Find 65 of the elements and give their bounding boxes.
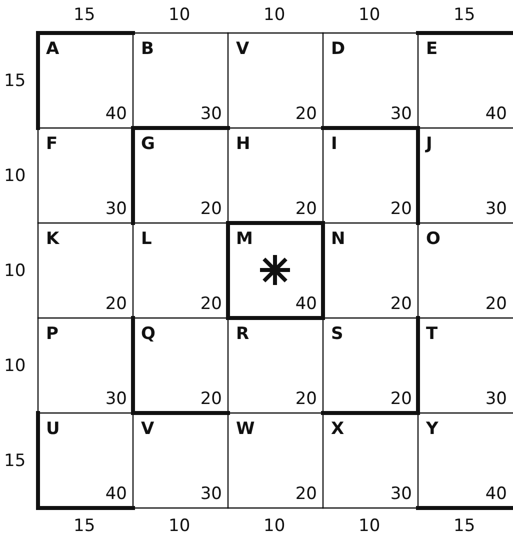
cell-value: 30	[390, 104, 412, 124]
cell-letter: K	[46, 229, 60, 249]
cell-letter: F	[46, 134, 58, 154]
cell-letter: L	[141, 229, 152, 249]
row-height-label: 10	[4, 260, 26, 280]
cell-letter: A	[46, 39, 60, 59]
column-width-label: 10	[168, 516, 190, 536]
cell-letter: G	[141, 134, 155, 154]
cell-letter: N	[331, 229, 346, 249]
cell-value: 20	[390, 199, 412, 219]
column-width-label: 15	[74, 516, 96, 536]
cell-letter: B	[141, 39, 154, 59]
cell-letter: H	[236, 134, 250, 154]
column-width-label: 10	[168, 5, 190, 25]
cell-value: 20	[295, 104, 317, 124]
cell-value: 20	[200, 199, 222, 219]
cell-letter: P	[46, 324, 58, 344]
cell-letter: M	[236, 229, 253, 249]
cell-value: 20	[390, 294, 412, 314]
column-width-label: 10	[264, 516, 286, 536]
cell-value: 30	[390, 484, 412, 504]
cell-value: 30	[200, 104, 222, 124]
cell-letter: V	[141, 419, 154, 439]
cell-value: 20	[200, 389, 222, 409]
cell-value: 20	[200, 294, 222, 314]
row-height-label: 15	[4, 70, 26, 90]
row-height-label: 10	[4, 166, 26, 186]
cell-value: 20	[105, 294, 127, 314]
cell-letter: O	[426, 229, 440, 249]
cell-value: 20	[485, 294, 507, 314]
cell-letter: D	[331, 39, 346, 59]
cell-value: 30	[485, 389, 507, 409]
column-width-label: 10	[358, 516, 380, 536]
column-width-label: 10	[264, 5, 286, 25]
cell-letter: I	[331, 134, 338, 154]
cell-letter: S	[331, 324, 344, 344]
cell-letter: E	[426, 39, 438, 59]
cell-value: 20	[295, 389, 317, 409]
column-width-label: 15	[454, 516, 476, 536]
cell-letter: J	[426, 134, 432, 154]
cell-letter: Q	[141, 324, 156, 344]
cell-value: 40	[485, 484, 507, 504]
cell-letter: R	[236, 324, 250, 344]
cell-value: 30	[105, 389, 127, 409]
cell-letter: U	[46, 419, 60, 439]
row-height-label: 15	[4, 450, 26, 470]
row-height-label: 10	[4, 356, 26, 376]
cell-letter: W	[236, 419, 255, 439]
cell-value: 30	[200, 484, 222, 504]
cell-letter: Y	[426, 419, 438, 439]
cell-value: 40	[105, 484, 127, 504]
cell-value: 40	[485, 104, 507, 124]
column-width-label: 15	[454, 5, 476, 25]
column-width-label: 10	[358, 5, 380, 25]
cell-value: 40	[295, 294, 317, 314]
cell-value: 30	[485, 199, 507, 219]
cell-letter: V	[236, 39, 250, 59]
cell-value: 20	[295, 484, 317, 504]
cell-value: 20	[390, 389, 412, 409]
cell-value: 30	[105, 199, 127, 219]
cell-letter: X	[331, 419, 344, 439]
column-width-label: 15	[74, 5, 96, 25]
cell-letter: T	[426, 324, 438, 344]
cell-value: 20	[295, 199, 317, 219]
cell-value: 40	[105, 104, 127, 124]
